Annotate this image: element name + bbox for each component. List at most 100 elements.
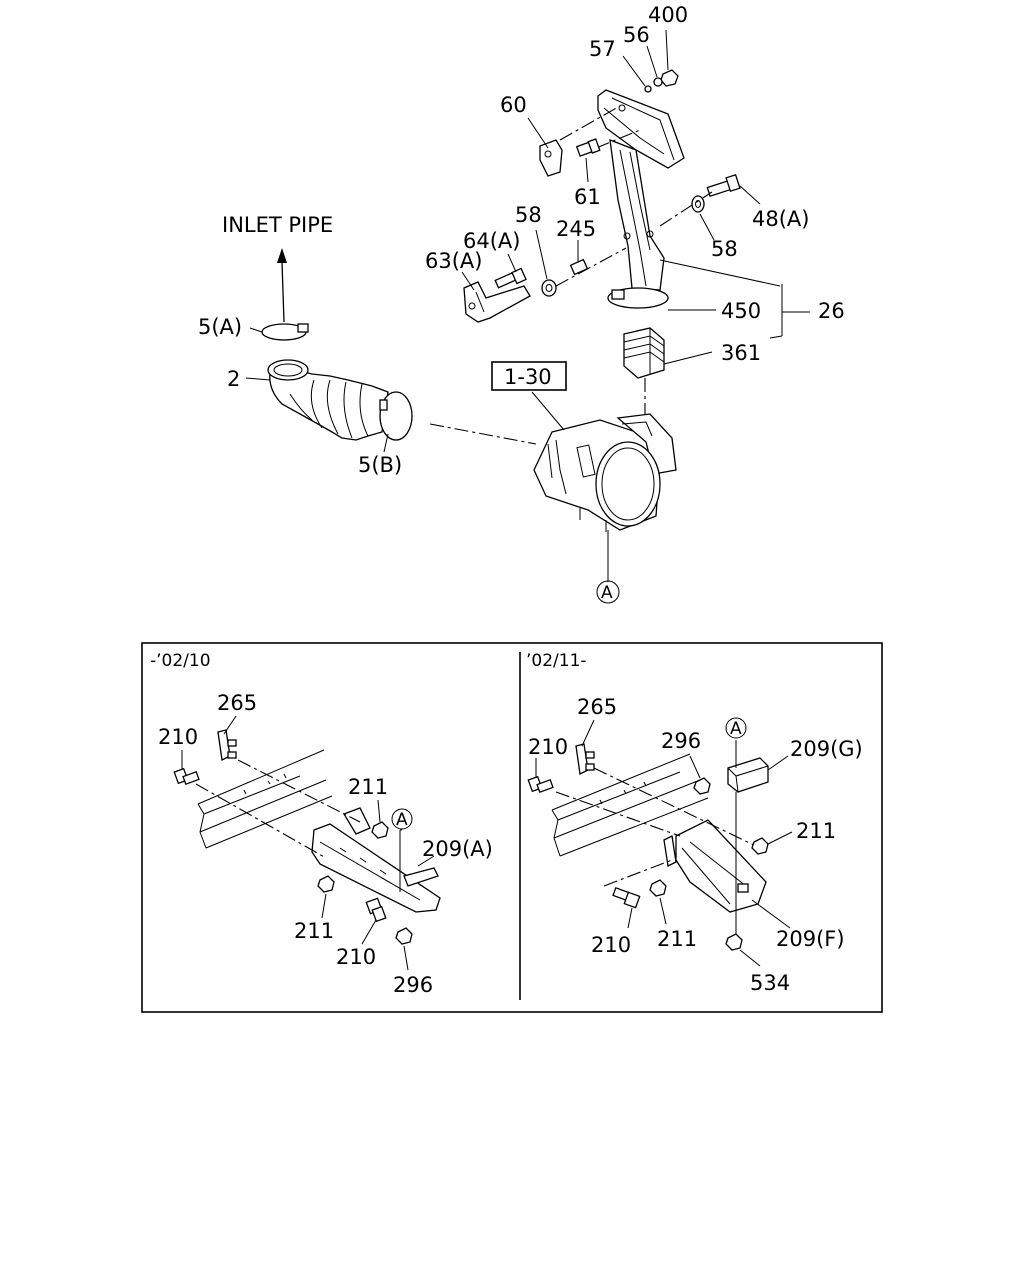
bolt-48a — [706, 173, 741, 197]
label-58-right: 58 — [711, 237, 738, 261]
ref-a-left-circle — [391, 808, 413, 830]
centerline-right-2 — [555, 791, 681, 837]
label-64a: 64(A) — [463, 229, 520, 253]
label-211-top-left: 211 — [348, 775, 388, 799]
washer-57 — [644, 85, 652, 93]
filter-361 — [623, 327, 665, 379]
label-2: 2 — [227, 367, 240, 391]
leader-209a — [417, 855, 435, 867]
nut-211-bottom-left — [317, 875, 335, 893]
label-361: 361 — [721, 341, 761, 365]
washer-58-right — [691, 195, 705, 213]
bolt-210-top-right — [527, 775, 554, 793]
bracket-209g-right — [727, 757, 769, 793]
label-211-right: 211 — [796, 819, 836, 843]
label-60: 60 — [500, 93, 527, 117]
leader-211-top-left — [377, 799, 381, 823]
inset-left-date: -’02/10 — [150, 651, 211, 671]
leader-57 — [622, 55, 646, 87]
leader-210-bottom-left — [361, 919, 377, 945]
leader-56 — [646, 45, 658, 78]
leader-265-right — [581, 719, 595, 747]
leader-60 — [527, 117, 549, 149]
nut-296-left — [395, 927, 413, 945]
inlet-pipe-label: INLET PIPE — [222, 213, 333, 237]
ref-box-1-30 — [491, 361, 567, 391]
label-209g: 209(G) — [790, 737, 863, 761]
ref-a-right-circle — [725, 717, 747, 739]
label-534: 534 — [750, 971, 790, 995]
washer-58-left — [541, 279, 557, 297]
label-5a: 5(A) — [198, 315, 242, 339]
bracket-265-left — [217, 729, 237, 761]
nut-211-bottom-right — [649, 879, 667, 897]
frame-rail-right — [551, 753, 709, 857]
clamp-5a — [261, 323, 309, 341]
centerline-right-1 — [593, 767, 761, 849]
leader-1-30 — [531, 391, 565, 431]
centerline-60 — [559, 105, 621, 141]
bolt-210-top-left — [173, 767, 200, 785]
ref-a-left: A — [396, 810, 408, 830]
label-211-bottom-left: 211 — [294, 919, 334, 943]
centerline-right-3 — [603, 859, 673, 887]
label-57: 57 — [589, 37, 616, 61]
label-58-left: 58 — [515, 203, 542, 227]
leader-61 — [585, 157, 589, 183]
label-400: 400 — [648, 3, 688, 27]
nut-534-right — [725, 933, 743, 951]
label-296-left: 296 — [393, 973, 433, 997]
frame-rail-left — [197, 749, 333, 849]
leader-211-bottom-left — [321, 893, 327, 919]
ref-a-right: A — [730, 719, 742, 739]
label-56: 56 — [623, 23, 650, 47]
leader-400 — [665, 29, 669, 71]
nut-296-right — [693, 777, 711, 795]
label-245: 245 — [556, 217, 596, 241]
leader-534 — [739, 949, 761, 967]
bracket-209a-left — [311, 807, 441, 913]
bracket-63a — [463, 281, 531, 323]
leader-296-right — [689, 755, 701, 779]
inset-frame — [141, 642, 883, 1013]
label-210-bottom-left: 210 — [336, 945, 376, 969]
label-210-top-left: 210 — [158, 725, 198, 749]
bracket-26 — [659, 259, 790, 339]
nut-400 — [660, 69, 679, 87]
centerline-48a — [659, 191, 713, 227]
bracket-209f-right — [663, 819, 767, 913]
label-5b: 5(B) — [358, 453, 402, 477]
leader-58-right — [699, 213, 715, 241]
washer-56 — [653, 77, 663, 87]
nut-211-right — [751, 837, 769, 855]
bolt-64a — [494, 267, 527, 289]
leader-265-left — [223, 715, 237, 735]
spacer-245 — [569, 258, 589, 276]
label-211-bottom-right: 211 — [657, 927, 697, 951]
label-450: 450 — [721, 299, 761, 323]
label-265-left: 265 — [217, 691, 257, 715]
label-210-bottom-right: 210 — [591, 933, 631, 957]
bolt-61 — [575, 138, 601, 157]
leader-58-left — [535, 229, 548, 280]
leader-209f — [751, 899, 791, 929]
label-210-top-right: 210 — [528, 735, 568, 759]
air-cleaner-housing — [533, 413, 677, 532]
leader-64a — [507, 253, 517, 273]
bracket-60 — [539, 139, 563, 177]
ref-1-30: 1-30 — [504, 365, 552, 389]
label-209f: 209(F) — [776, 927, 845, 951]
leader-48a — [739, 185, 761, 205]
leader-209g — [767, 755, 789, 771]
intake-duct — [597, 89, 685, 291]
centerline-61 — [595, 129, 641, 149]
label-61: 61 — [574, 185, 601, 209]
bracket-265-right — [575, 743, 595, 775]
nut-211-top-left — [371, 821, 389, 839]
centerline-245 — [555, 247, 627, 287]
bolt-210-bottom-right — [612, 887, 641, 909]
label-265-right: 265 — [577, 695, 617, 719]
ref-a-main: A — [601, 583, 613, 603]
centerline-hose — [429, 423, 537, 445]
label-209a: 209(A) — [422, 837, 493, 861]
